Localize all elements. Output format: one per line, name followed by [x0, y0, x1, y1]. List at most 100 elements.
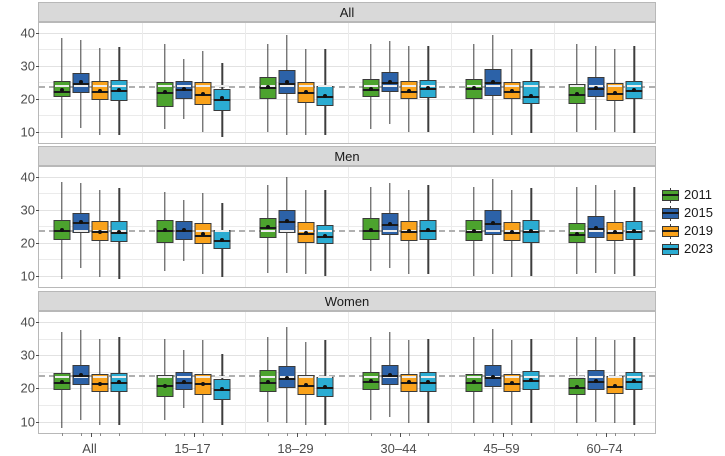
- y-axis-tick-label: 40: [20, 169, 35, 185]
- boxplot-reference-marker: [569, 229, 584, 233]
- y-axis-tick-mark: [36, 176, 39, 178]
- legend-swatch-icon: [662, 187, 679, 203]
- gridline-minor: [39, 405, 655, 407]
- legend-item-2023[interactable]: 2023: [662, 240, 724, 258]
- legend-item-2011[interactable]: 2011: [662, 186, 724, 204]
- boxplot-mean-point: [593, 379, 598, 384]
- x-axis-minor-tick: [306, 433, 308, 436]
- legend-swatch-icon: [662, 223, 679, 239]
- legend-label: 2023: [684, 241, 713, 256]
- boxplot-mean-point: [59, 380, 64, 385]
- x-axis-minor-tick: [222, 433, 224, 436]
- boxplot-mean-point: [220, 238, 225, 243]
- boxplot-mean-point: [265, 84, 270, 89]
- x-axis-minor-tick: [615, 433, 617, 436]
- x-axis-minor-tick: [164, 433, 166, 436]
- boxplot-mean-point: [323, 384, 328, 389]
- boxplot-mean-point: [368, 379, 373, 384]
- boxplot-mean-point: [613, 90, 618, 95]
- boxplot-mean-point: [471, 380, 476, 385]
- boxplot-mean-point: [490, 221, 495, 226]
- x-axis-minor-tick: [203, 433, 205, 436]
- boxplot-reference-marker: [318, 84, 333, 88]
- gridline-vertical: [348, 23, 349, 143]
- x-axis-minor-tick: [80, 433, 82, 436]
- gridline-major: [39, 176, 655, 178]
- x-axis-minor-tick: [389, 433, 391, 436]
- boxplot-reference-marker: [157, 84, 172, 88]
- x-axis-minor-tick: [325, 433, 327, 436]
- boxplot-reference-marker: [299, 375, 314, 379]
- boxplot-reference-marker: [260, 229, 275, 233]
- boxplot-mean-point: [117, 229, 122, 234]
- boxplot-reference-marker: [196, 84, 211, 88]
- reference-line: [39, 85, 655, 88]
- gridline-vertical: [245, 167, 246, 287]
- boxplot-mean-point: [59, 228, 64, 233]
- boxplot-mean-point: [510, 381, 515, 386]
- boxplot-mean-point: [471, 229, 476, 234]
- y-axis-tick-mark: [36, 355, 39, 357]
- x-axis-tick: [193, 433, 195, 437]
- boxplot-mean-point: [574, 91, 579, 96]
- legend-label: 2011: [684, 187, 712, 202]
- boxplot-mean-point: [117, 380, 122, 385]
- x-axis-minor-tick: [576, 433, 578, 436]
- boxplot-mean-point: [529, 229, 534, 234]
- x-axis-minor-tick: [409, 433, 411, 436]
- x-axis-label-4: 45–59: [483, 441, 520, 456]
- boxplot-mean-point: [181, 379, 186, 384]
- boxplot-mean-point: [407, 229, 412, 234]
- gridline-major: [39, 355, 655, 357]
- x-axis-minor-tick: [286, 433, 288, 436]
- boxplot-reference-marker: [588, 375, 603, 379]
- y-axis-tick-label: 40: [20, 25, 35, 41]
- x-axis-minor-tick: [267, 433, 269, 436]
- boxplot-reference-marker: [466, 84, 481, 88]
- x-axis-tick: [399, 433, 401, 437]
- boxplot-mean-point: [574, 231, 579, 236]
- legend-label: 2015: [684, 205, 713, 220]
- boxplot-reference-marker: [54, 84, 69, 88]
- boxplot-box: [156, 81, 174, 108]
- boxplot-mean-point: [407, 380, 412, 385]
- boxplot-mean-point: [220, 387, 225, 392]
- boxplot-mean-point: [529, 93, 534, 98]
- boxplot-reference-marker: [505, 375, 520, 379]
- boxplot-mean-point: [265, 225, 270, 230]
- boxplot-mean-point: [632, 87, 637, 92]
- legend-item-2019[interactable]: 2019: [662, 222, 724, 240]
- y-axis-tick-label: 20: [20, 380, 35, 396]
- gridline-minor: [39, 49, 655, 51]
- y-axis-tick-mark: [36, 421, 39, 423]
- boxplot-mean-point: [162, 228, 167, 233]
- boxplot-mean-point: [220, 96, 225, 101]
- boxplot-reference-marker: [485, 229, 500, 233]
- gridline-minor: [39, 193, 655, 195]
- x-axis-tick: [296, 433, 298, 437]
- boxplot-mean-point: [98, 88, 103, 93]
- gridline-vertical: [348, 312, 349, 433]
- legend-swatch-icon: [662, 241, 679, 257]
- x-axis-minor-tick: [512, 433, 514, 436]
- boxplot-mean-point: [632, 229, 637, 234]
- boxplot-mean-point: [304, 230, 309, 235]
- legend-item-2015[interactable]: 2015: [662, 204, 724, 222]
- y-axis-tick-mark: [36, 131, 39, 133]
- boxplot-reference-marker: [524, 84, 539, 88]
- boxplot-reference-marker: [627, 375, 642, 379]
- boxplot-mean-point: [284, 219, 289, 224]
- boxplot-mean-point: [593, 85, 598, 90]
- boxplot-mean-point: [284, 376, 289, 381]
- boxplot-mean-point: [368, 86, 373, 91]
- boxplot-mean-point: [98, 381, 103, 386]
- gridline-minor: [39, 338, 655, 340]
- gridline-major: [39, 32, 655, 34]
- boxplot-reference-marker: [363, 84, 378, 88]
- x-axis-minor-tick: [183, 433, 185, 436]
